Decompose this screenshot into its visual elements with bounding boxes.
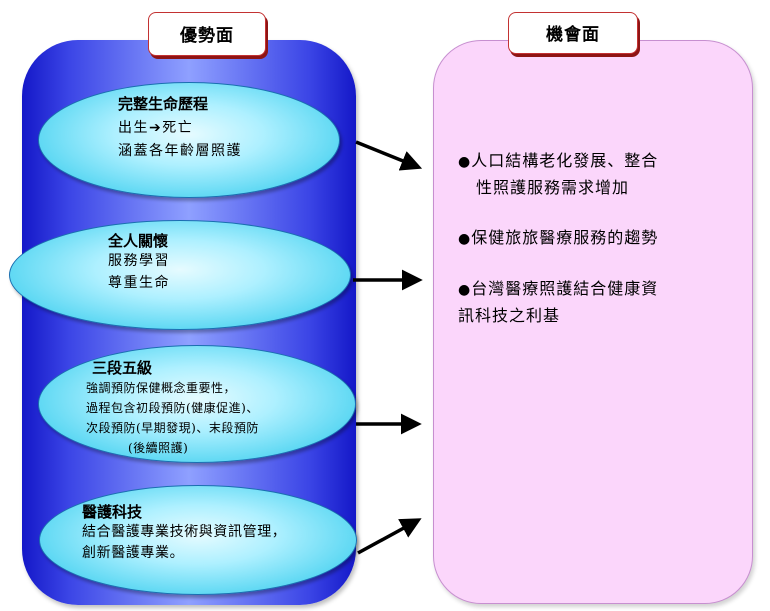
strength-title-life-course: 完整生命歷程 — [118, 95, 209, 113]
bullet-icon: ● — [458, 154, 472, 170]
strength-oval-medical-tech — [39, 485, 357, 595]
opportunity-item: ●人口結構老化發展、整合 性照護服務需求增加 — [458, 148, 730, 201]
opportunity-line: 台灣醫療照護結合健康資 — [471, 279, 659, 298]
opportunity-line: 訊科技之利基 — [458, 306, 561, 325]
opportunity-item: ●台灣醫療照護結合健康資 訊科技之利基 — [458, 276, 730, 329]
strength-line: 服務學習 — [108, 253, 170, 269]
strengths-title: 優勢面 — [148, 12, 266, 56]
opportunity-item: ●保健旅旅醫療服務的趨勢 — [458, 225, 730, 252]
strength-line: 強調預防保健概念重要性， — [86, 381, 237, 395]
opportunities-title: 機會面 — [508, 12, 638, 54]
strength-line: 創新醫護專業。 — [82, 545, 185, 561]
opportunities-panel — [433, 40, 753, 604]
strength-title-medical-tech: 醫護科技 — [82, 503, 143, 521]
strength-line: 涵蓋各年齡層照護 — [118, 143, 242, 159]
strength-title-prevention: 三段五級 — [92, 359, 153, 377]
arrow-4 — [357, 518, 422, 555]
strength-oval-holistic-care — [9, 220, 351, 330]
strength-line: (後續照護) — [128, 441, 189, 455]
opportunity-line: 性照護服務需求增加 — [476, 178, 630, 197]
strength-title-holistic-care: 全人關懷 — [108, 232, 169, 250]
strength-line: 過程包含初段預防(健康促進)、 — [86, 401, 259, 415]
opportunity-line: 人口結構老化發展、整合 — [471, 151, 659, 170]
strength-line: 次段預防(早期發現)、末段預防 — [86, 421, 259, 435]
opportunities-list: ●人口結構老化發展、整合 性照護服務需求增加 ●保健旅旅醫療服務的趨勢 ●台灣醫… — [458, 148, 730, 353]
strength-line: 結合醫護專業技術與資訊管理， — [82, 524, 287, 540]
strength-oval-life-course — [38, 82, 340, 198]
bullet-icon: ● — [458, 282, 472, 298]
strength-line: 尊重生命 — [108, 275, 170, 291]
strength-oval-prevention — [38, 345, 356, 463]
bullet-icon: ● — [458, 231, 472, 247]
arrow-1 — [355, 140, 423, 171]
opportunity-line: 保健旅旅醫療服務的趨勢 — [471, 228, 659, 247]
strength-line: 出生➔死亡 — [118, 120, 194, 136]
